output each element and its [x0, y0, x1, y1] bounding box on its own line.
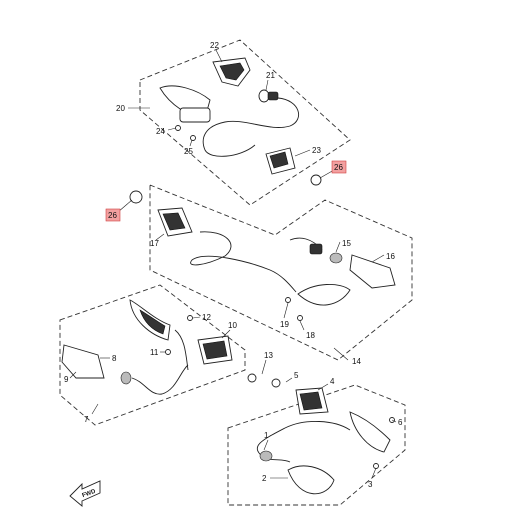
assembly-box-rear-right: [149, 184, 413, 361]
label-21: 21: [266, 71, 275, 80]
leader-19: [283, 302, 289, 319]
front-right-bulb: [259, 450, 273, 462]
front-left-housing-shade: [139, 309, 166, 335]
label-17: 17: [150, 239, 159, 248]
fwd-arrow-icon: FWD: [69, 480, 101, 507]
part-11-nut: [165, 349, 171, 355]
front-left-bulb: [120, 371, 132, 385]
part-3-nut: [373, 463, 379, 469]
part-13-washer-2: [271, 378, 281, 388]
label-3: 3: [368, 480, 373, 489]
label-24: 24: [156, 127, 165, 136]
part-2-lens: [287, 465, 335, 495]
highlight-26-top: [331, 160, 347, 174]
leader-3: [371, 467, 377, 479]
part-12-screw: [187, 315, 193, 321]
front-right-lens-housing: [349, 411, 391, 453]
label-6: 6: [398, 418, 403, 427]
leader-26-top: [319, 169, 335, 179]
front-right-wire: [256, 420, 351, 463]
label-11: 11: [150, 348, 159, 357]
leader-23: [294, 149, 311, 157]
rear-right-socket: [309, 243, 323, 255]
leader-18: [299, 320, 305, 331]
leader-16: [371, 254, 385, 263]
label-14: 14: [352, 357, 361, 366]
leader-6: [391, 419, 397, 423]
label-7: 7: [84, 415, 89, 424]
leader-1: [263, 439, 269, 451]
part-25-nut: [190, 135, 196, 141]
part-10-socket-core: [202, 340, 228, 360]
part-26-grommet-top: [310, 174, 322, 186]
part-22-lamp-cover-shadow: [219, 62, 245, 81]
label-12: 12: [202, 313, 211, 322]
label-23: 23: [312, 146, 321, 155]
part-21-socket: [267, 91, 279, 101]
part-18-nut: [297, 315, 303, 321]
leader-9: [69, 371, 77, 379]
assembly-box-rear-left: [139, 39, 351, 206]
leader-22: [215, 49, 223, 63]
label-13: 13: [264, 351, 273, 360]
label-15: 15: [342, 239, 351, 248]
label-5: 5: [294, 371, 299, 380]
part-16-lens: [349, 254, 396, 289]
label-22: 22: [210, 41, 219, 50]
leader-13: [261, 359, 267, 375]
label-8: 8: [112, 354, 117, 363]
part-13-washer: [247, 373, 257, 383]
leader-4: [317, 383, 329, 391]
leader-17: [155, 233, 165, 241]
part-9-lens: [61, 344, 105, 379]
label-16: 16: [386, 252, 395, 261]
part-15-bulb: [329, 252, 343, 264]
label-4: 4: [330, 377, 335, 386]
leader-21: [265, 79, 269, 91]
front-left-lead-wire: [174, 329, 189, 371]
part-23-socket-core: [269, 151, 289, 169]
part-21-bulb: [258, 89, 270, 103]
rear-right-lens-housing: [297, 284, 351, 306]
label-18: 18: [306, 331, 315, 340]
part-17-socket-core: [162, 212, 186, 231]
leader-10: [221, 329, 231, 339]
leader-26-left: [117, 199, 133, 213]
leader-24: [167, 127, 177, 131]
assembly-box-front-left: [59, 284, 246, 426]
leader-7: [91, 403, 99, 415]
label-2: 2: [262, 474, 267, 483]
label-9: 9: [64, 375, 69, 384]
leader-14: [333, 347, 349, 361]
rear-left-bracket: [179, 107, 211, 123]
label-20: 20: [116, 104, 125, 113]
part-24-screw: [175, 125, 181, 131]
label-10: 10: [228, 321, 237, 330]
rear-right-wire: [190, 231, 297, 293]
front-left-wire: [131, 364, 189, 395]
leader-15: [335, 241, 341, 253]
fwd-label: FWD: [82, 489, 98, 500]
label-19: 19: [280, 320, 289, 329]
highlight-26-left: [105, 208, 121, 222]
label-26-top: 26: [334, 163, 343, 172]
part-19-screw: [285, 297, 291, 303]
assembly-box-front-right: [227, 384, 406, 506]
label-25: 25: [184, 147, 193, 156]
part-4-socket-core: [299, 391, 323, 411]
leader-12: [192, 316, 201, 319]
leader-25: [189, 139, 193, 147]
part-26-grommet-left: [129, 190, 143, 204]
label-26-left: 26: [108, 211, 117, 220]
rear-left-wire: [202, 97, 300, 157]
leader-5: [285, 377, 293, 383]
label-1: 1: [264, 431, 269, 440]
